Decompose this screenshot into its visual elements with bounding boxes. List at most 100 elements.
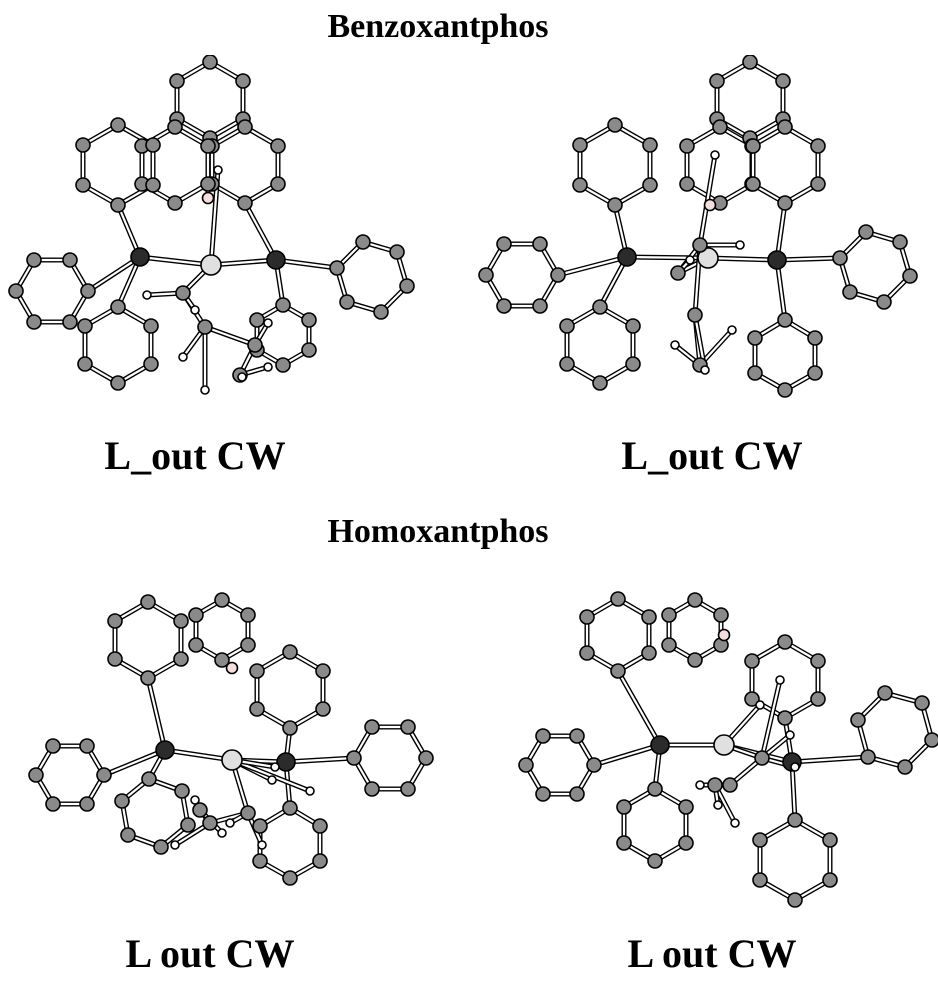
carbon-atom <box>777 312 793 328</box>
bond <box>706 256 779 262</box>
carbon-atom <box>188 637 204 653</box>
carbon-atom <box>282 800 298 816</box>
carbon-atom <box>747 330 763 346</box>
carbon-atom <box>174 783 190 799</box>
oxygen-atom <box>703 198 717 212</box>
carbon-atom <box>77 318 93 334</box>
carbon-atom <box>787 812 803 828</box>
carbon-atom <box>282 870 298 886</box>
carbon-atom <box>364 781 380 797</box>
hydrogen-atom <box>785 730 795 740</box>
carbon-atom <box>858 224 874 240</box>
carbon-atom <box>145 177 161 193</box>
carbon-atom <box>79 738 95 754</box>
carbon-atom <box>45 796 61 812</box>
carbon-atom <box>752 872 768 888</box>
carbon-atom <box>167 195 183 211</box>
carbon-atom <box>315 701 331 717</box>
carbon-atom <box>141 771 157 787</box>
carbon-atom <box>807 365 823 381</box>
caption-benzoxantphos-right: L_out CW <box>621 433 803 478</box>
carbon-atom <box>400 719 416 735</box>
carbon-atom <box>315 663 331 679</box>
carbon-atom <box>143 318 159 334</box>
carbon-atom <box>709 73 725 89</box>
carbon-atom <box>312 853 328 869</box>
carbon-atom <box>75 177 91 193</box>
carbon-atom <box>282 644 298 660</box>
carbon-atom <box>679 176 695 192</box>
bond <box>203 325 257 347</box>
carbon-atom <box>214 592 230 608</box>
carbon-atom <box>679 138 695 154</box>
carbon-atom <box>214 652 230 668</box>
carbon-atom <box>707 777 723 793</box>
caption-homoxantphos-right: L out CW <box>627 931 797 976</box>
hydrogen-atom <box>257 840 267 850</box>
phosphorus-atom <box>767 250 787 270</box>
carbon-atom <box>777 195 793 211</box>
oxygen-atom <box>717 628 731 642</box>
carbon-atom <box>26 252 42 268</box>
carbon-atom <box>140 594 156 610</box>
carbon-atom <box>518 757 534 773</box>
atoms <box>518 591 938 908</box>
carbon-atom <box>110 375 126 391</box>
carbon-atom <box>787 892 803 908</box>
carbon-atom <box>876 294 892 310</box>
carbon-atom <box>45 738 61 754</box>
carbon-atom <box>110 299 126 315</box>
carbon-atom <box>532 236 548 252</box>
carbon-atom <box>892 234 908 250</box>
carbon-atom <box>625 318 641 334</box>
carbon-atom <box>586 757 602 773</box>
carbon-atom <box>535 786 551 802</box>
hydrogen-atom <box>237 372 247 382</box>
carbon-atom <box>96 767 112 783</box>
carbon-atom <box>180 817 196 833</box>
carbon-atom <box>169 73 185 89</box>
hydrogen-atom <box>695 780 705 790</box>
carbon-atom <box>400 781 416 797</box>
carbon-atom <box>145 137 161 153</box>
bond <box>284 756 356 764</box>
carbon-atom <box>712 119 728 135</box>
carbon-atom <box>572 137 588 153</box>
phosphorus-atom <box>130 247 150 267</box>
hydrogen-atom <box>217 828 227 838</box>
hydrogen-atom <box>190 795 200 805</box>
carbon-atom <box>742 55 758 70</box>
carbon-atom <box>810 138 826 154</box>
phosphorus-atom <box>276 752 296 772</box>
carbon-atom <box>592 299 608 315</box>
carbon-atom <box>240 637 256 653</box>
carbon-atom <box>173 613 189 629</box>
carbon-atom <box>569 786 585 802</box>
hydrogen-atom <box>200 385 210 395</box>
bond <box>243 201 278 262</box>
hydrogen-atom <box>730 818 740 828</box>
carbon-atom <box>167 119 183 135</box>
carbon-atom <box>237 119 253 135</box>
carbon-atom <box>373 304 389 320</box>
carbon-atom <box>647 781 663 797</box>
carbon-atom <box>62 252 78 268</box>
carbon-atom <box>924 732 938 748</box>
carbon-atom <box>610 591 626 607</box>
carbon-atom <box>842 284 858 300</box>
caption-benzoxantphos-left: L_out CW <box>104 433 286 478</box>
bond <box>209 258 278 267</box>
bond <box>592 743 662 767</box>
carbon-atom <box>745 176 761 192</box>
carbon-atom <box>678 799 694 815</box>
carbon-atom <box>647 853 663 869</box>
carbon-atom <box>143 356 159 372</box>
carbon-atom <box>26 314 42 330</box>
carbon-atom <box>747 365 763 381</box>
phosphorus-atom <box>155 740 175 760</box>
carbon-atom <box>355 234 371 250</box>
carbon-atom <box>237 195 253 211</box>
carbon-atom <box>329 260 345 276</box>
carbon-atom <box>120 827 136 843</box>
carbon-atom <box>249 663 265 679</box>
